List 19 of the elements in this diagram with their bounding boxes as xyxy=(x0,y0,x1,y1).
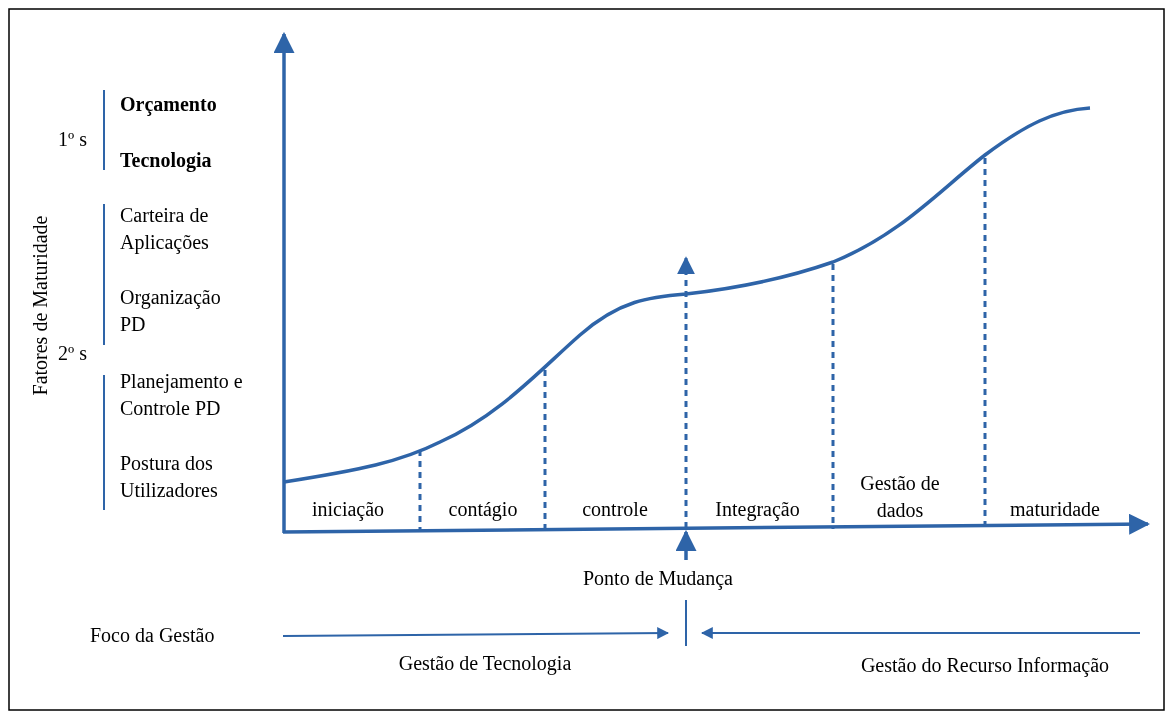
axis-title: Fatores de Maturidade xyxy=(27,214,52,398)
stage-label: iniciação xyxy=(310,497,386,523)
annotation-label: Gestão de Tecnologia xyxy=(397,651,573,677)
factor-label: Carteira de Aplicações xyxy=(120,203,210,256)
factor-label: Postura dos Utilizadores xyxy=(120,451,219,503)
group-label: 2º s xyxy=(58,341,88,366)
stage-label: controle xyxy=(581,497,649,522)
annotation-label: Ponto de Mudança xyxy=(582,566,734,592)
factor-label: Orçamento xyxy=(120,92,218,118)
factor-label: Planejamento e Controle PD xyxy=(120,369,244,421)
stage-label: contágio xyxy=(447,497,519,523)
annotation-label: Gestão do Recurso Informação xyxy=(859,653,1111,679)
stage-label: Integração xyxy=(714,497,801,523)
stage-label: maturidade xyxy=(1009,497,1101,522)
factor-label: Tecnologia xyxy=(120,148,213,174)
factor-label: Organização PD xyxy=(120,285,222,337)
stage-label: Gestão de dados xyxy=(859,471,941,523)
row-label: Foco da Gestão xyxy=(90,623,216,648)
group-label: 1º s xyxy=(58,127,88,152)
